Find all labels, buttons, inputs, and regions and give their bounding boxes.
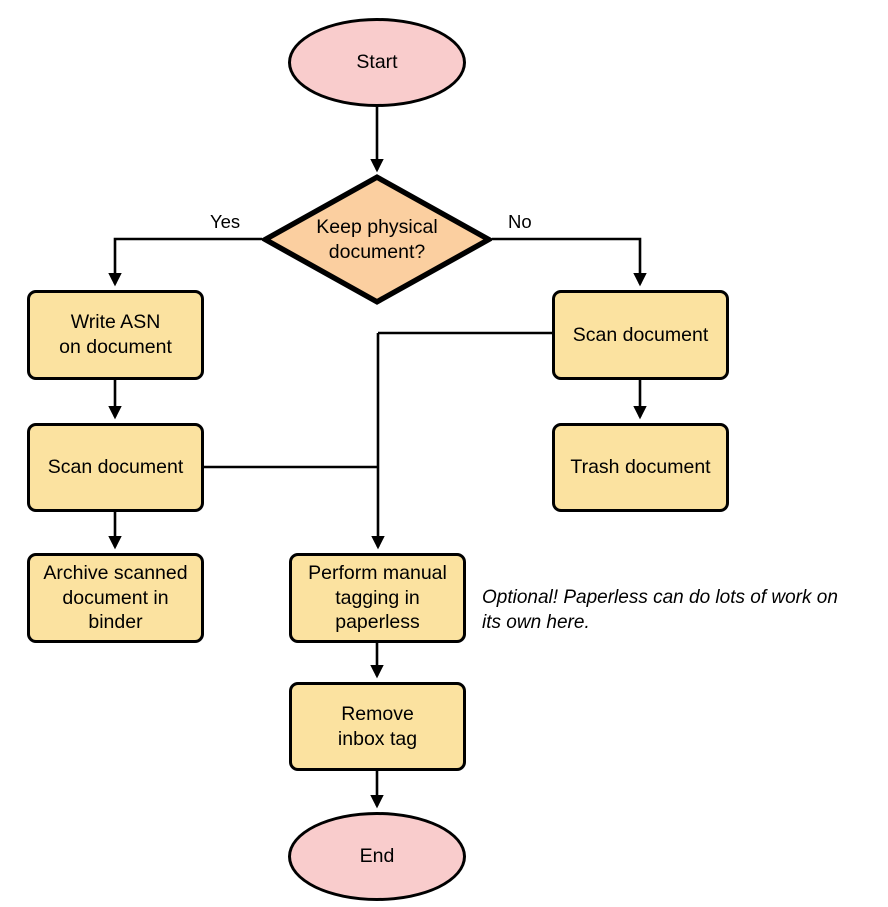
node-trash-document[interactable]: Trash document [552,423,729,512]
node-decision-keep-physical-document[interactable]: Keep physical document? [262,174,492,305]
decision-diamond-shape [262,174,492,305]
node-start-label: Start [356,51,398,73]
node-end-label: End [359,845,395,867]
node-scan-document-left-label: Scan document [47,456,184,479]
node-archive-scanned-document[interactable]: Archive scanned document in binder [27,553,204,643]
edge-label-no: No [508,211,532,232]
node-archive-label-line3: binder [88,611,143,634]
node-write-asn-label-line2: on document [59,336,172,358]
annotation-line2: its own here. [482,611,590,633]
node-start[interactable]: Start [288,18,466,107]
node-write-asn-on-document[interactable]: Write ASN on document [27,290,204,380]
node-scan-document-right[interactable]: Scan document [552,290,729,380]
node-archive-label-line1: Archive scanned [43,561,188,584]
edge-label-yes: Yes [210,211,241,232]
annotation-optional-paperless: Optional! Paperless can do lots of work … [482,586,882,635]
node-remove-inbox-tag[interactable]: Remove inbox tag [289,682,466,771]
node-end[interactable]: End [288,812,466,901]
node-tagging-label-line3: paperless [335,611,420,634]
node-decision-label-line1: Keep physical [316,215,438,238]
node-write-asn-label-line1: Write ASN [70,311,161,334]
node-scan-document-right-label: Scan document [572,323,709,346]
node-remove-inbox-label-line2: inbox tag [337,727,418,750]
node-decision-label-line2: document? [328,240,426,263]
edge-yes-to-write-asn [108,237,262,287]
node-remove-inbox-label-line1: Remove [341,702,414,725]
node-tagging-label-line2: tagging in [335,586,420,609]
node-perform-manual-tagging[interactable]: Perform manual tagging in paperless [289,553,466,643]
annotation-line1: Optional! Paperless can do lots of work … [482,587,838,608]
node-tagging-label-line1: Perform manual [308,561,447,584]
node-archive-label-line2: document in [62,586,169,609]
edge-no-to-scan-right [492,237,647,287]
node-scan-document-left[interactable]: Scan document [27,423,204,512]
node-trash-document-label: Trash document [570,456,711,479]
